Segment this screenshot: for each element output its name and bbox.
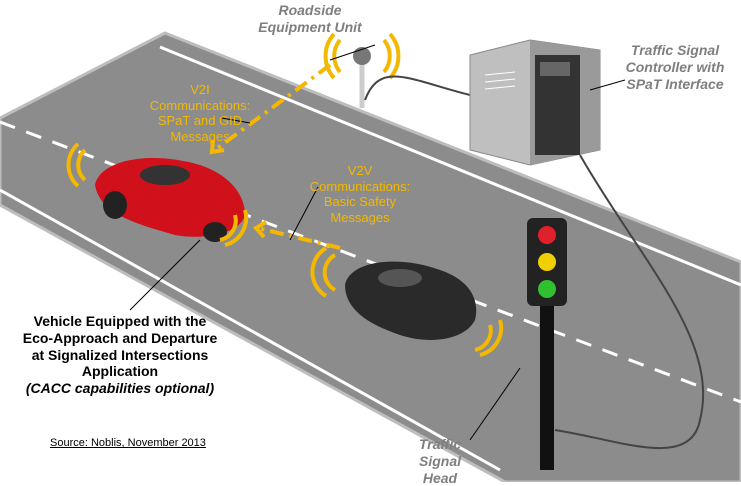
source-note: Source: Noblis, November 2013 [50, 437, 206, 449]
yellow-light [538, 253, 556, 271]
lane-divider [0, 120, 741, 404]
controller-label: Traffic Signal Controller with SPaT Inte… [625, 42, 725, 92]
signal-head-label: Traffic Signal Head [418, 436, 462, 486]
road-edge-bottom [0, 188, 501, 472]
cable-signal [554, 154, 705, 450]
traffic-signal-head-icon [527, 218, 567, 470]
road-edge-top [159, 45, 741, 287]
black-car-icon [310, 246, 504, 357]
v2i-arrow [213, 63, 332, 152]
roadside-unit-label: Roadside Equipment Unit [258, 2, 362, 35]
vehicle-description: Vehicle Equipped with the Eco-Approach a… [22, 313, 218, 380]
red-light [538, 226, 556, 244]
red-car-icon [66, 142, 249, 247]
vehicle-label: Vehicle Equipped with the Eco-Approach a… [20, 313, 220, 397]
v2i-label: V2I Communications: SPaT and GID Message… [149, 82, 251, 144]
signal-controller-icon [469, 39, 601, 166]
vehicle-note: (CACC capabilities optional) [25, 380, 215, 397]
cable-rsu [364, 75, 471, 101]
v2v-arrow [257, 226, 341, 250]
roadside-unit-icon [323, 32, 401, 108]
v2v-label: V2V Communications: Basic Safety Message… [309, 163, 411, 225]
road [0, 31, 741, 482]
green-light [538, 280, 556, 298]
